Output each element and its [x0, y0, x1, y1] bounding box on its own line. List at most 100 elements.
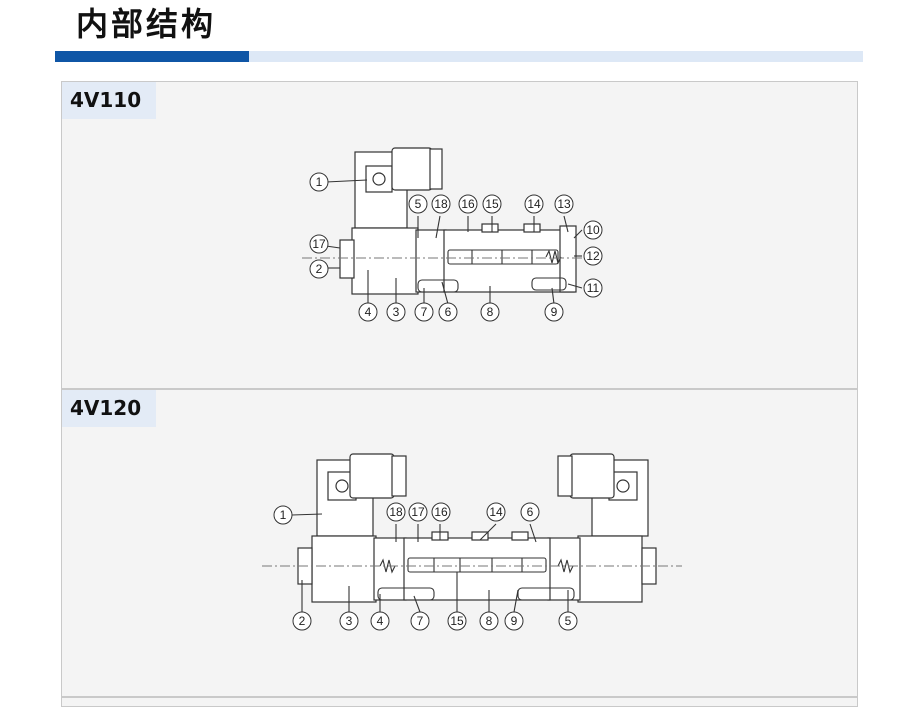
callout-5: 5	[558, 611, 578, 631]
callout-5: 5	[408, 194, 428, 214]
svg-text:18: 18	[389, 505, 403, 519]
spool	[407, 557, 547, 573]
svg-text:7: 7	[417, 614, 424, 628]
valve-diagram-4v110: 1 17 2 4 3 7 6 8 9 5 18 16 15 14 13 10 1…	[302, 147, 603, 322]
callout-18: 18	[431, 194, 451, 214]
svg-text:3: 3	[346, 614, 353, 628]
callout-17: 17	[309, 234, 329, 254]
bottom-passage	[377, 587, 435, 601]
svg-text:4: 4	[365, 305, 372, 319]
callout-4: 4	[370, 611, 390, 631]
right-pilot	[547, 537, 581, 601]
callout-1: 1	[273, 505, 293, 525]
left-operator-body	[311, 535, 377, 603]
port-top-2	[523, 223, 541, 233]
operator-body	[351, 227, 419, 295]
svg-text:5: 5	[565, 614, 572, 628]
callout-1: 1	[309, 172, 329, 192]
callout-2: 2	[292, 611, 312, 631]
callout-6: 6	[438, 302, 458, 322]
bottom-piston	[531, 277, 567, 291]
callout-11: 11	[583, 278, 603, 298]
valve-body	[443, 229, 575, 293]
section-4v110: 4V110	[61, 81, 858, 389]
svg-text:1: 1	[280, 508, 287, 522]
svg-text:10: 10	[586, 223, 600, 237]
coil-window-dot	[372, 172, 386, 186]
svg-text:14: 14	[489, 505, 503, 519]
left-connector	[349, 453, 395, 499]
page-title: 内部结构	[76, 5, 217, 43]
callout-8: 8	[480, 302, 500, 322]
end-cap	[559, 225, 577, 293]
valve-body	[403, 537, 551, 601]
svg-text:9: 9	[551, 305, 558, 319]
section-next	[61, 697, 858, 707]
connector-body	[391, 147, 433, 191]
callout-18: 18	[386, 502, 406, 522]
callout-15: 15	[482, 194, 502, 214]
valve-diagram-4v120: 1 2 3 4 7 15 8 9 5 18 17 16 14 6	[262, 453, 682, 631]
svg-text:8: 8	[487, 305, 494, 319]
callouts-4v110: 1 17 2 4 3 7 6 8 9 5 18 16 15 14 13 10 1…	[309, 172, 603, 322]
svg-text:6: 6	[527, 505, 534, 519]
svg-text:1: 1	[316, 175, 323, 189]
callout-7: 7	[410, 611, 430, 631]
svg-text:9: 9	[511, 614, 518, 628]
callout-9: 9	[504, 611, 524, 631]
svg-text:18: 18	[434, 197, 448, 211]
spring	[545, 249, 562, 265]
left-spring	[379, 558, 396, 574]
svg-text:2: 2	[299, 614, 306, 628]
title-underline	[55, 51, 863, 62]
svg-text:17: 17	[411, 505, 425, 519]
callout-15: 15	[447, 611, 467, 631]
manual-button	[339, 239, 355, 279]
pilot-section	[415, 229, 447, 293]
callout-10: 10	[583, 220, 603, 240]
left-pilot	[373, 537, 407, 601]
callout-8: 8	[479, 611, 499, 631]
model-label-4v120: 4V120	[62, 390, 156, 427]
callout-9: 9	[544, 302, 564, 322]
callout-16: 16	[458, 194, 478, 214]
svg-text:16: 16	[434, 505, 448, 519]
callout-6: 6	[520, 502, 540, 522]
section-4v120: 4V120	[61, 389, 858, 697]
model-label-4v110: 4V110	[62, 82, 156, 119]
svg-text:15: 15	[485, 197, 499, 211]
callout-12: 12	[583, 246, 603, 266]
callout-4: 4	[358, 302, 378, 322]
svg-text:6: 6	[445, 305, 452, 319]
svg-text:8: 8	[486, 614, 493, 628]
connector-cap	[429, 148, 443, 190]
callout-2: 2	[309, 259, 329, 279]
callouts-4v120: 1 2 3 4 7 15 8 9 5 18 17 16 14 6	[273, 502, 578, 631]
svg-text:14: 14	[527, 197, 541, 211]
svg-text:7: 7	[421, 305, 428, 319]
callout-7: 7	[414, 302, 434, 322]
callout-14: 14	[486, 502, 506, 522]
right-spring	[557, 558, 574, 574]
callout-13: 13	[554, 194, 574, 214]
callout-14: 14	[524, 194, 544, 214]
right-operator-body	[577, 535, 643, 603]
svg-text:17: 17	[312, 237, 326, 251]
svg-text:4: 4	[377, 614, 384, 628]
svg-text:5: 5	[415, 197, 422, 211]
callout-3: 3	[386, 302, 406, 322]
callout-16: 16	[431, 502, 451, 522]
svg-text:12: 12	[586, 249, 600, 263]
title-underline-accent	[55, 51, 249, 62]
callout-3: 3	[339, 611, 359, 631]
bottom-passage	[417, 279, 459, 293]
svg-text:16: 16	[461, 197, 475, 211]
svg-text:13: 13	[557, 197, 571, 211]
svg-text:15: 15	[450, 614, 464, 628]
svg-text:11: 11	[587, 281, 600, 295]
svg-text:2: 2	[316, 262, 323, 276]
callout-17: 17	[408, 502, 428, 522]
port-top-1	[481, 223, 499, 233]
svg-text:3: 3	[393, 305, 400, 319]
right-connector	[569, 453, 615, 499]
